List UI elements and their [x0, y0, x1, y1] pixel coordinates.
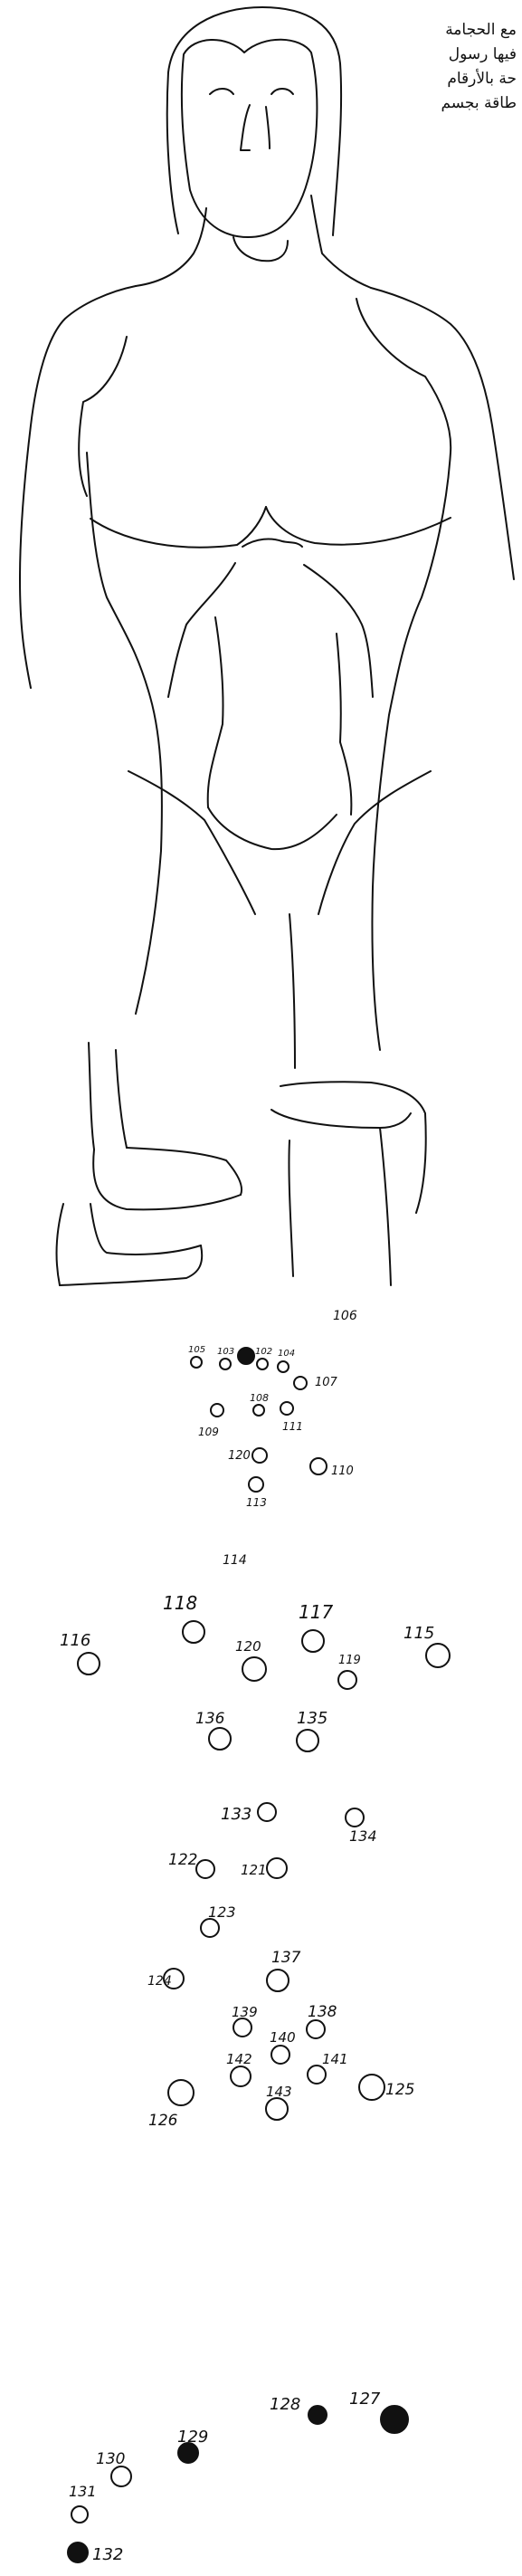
point-marker-p143 [266, 2098, 288, 2120]
point-label-p107: 107 [315, 1376, 338, 1389]
point-label-p109: 109 [198, 1426, 219, 1438]
caption-line-2: فيها رسول [363, 43, 517, 67]
point-label-p106: 106 [333, 1309, 357, 1323]
point-label-p117: 117 [299, 1601, 333, 1623]
point-marker-p125 [359, 2075, 384, 2100]
point-label-p115: 115 [403, 1624, 434, 1643]
point-label-p123: 123 [208, 1903, 236, 1921]
point-marker-p120 [252, 1448, 267, 1463]
point-label-p131: 131 [69, 2483, 97, 2500]
point-marker-p119 [338, 1671, 356, 1689]
head-outline [136, 7, 371, 288]
point-marker-p108 [253, 1405, 264, 1416]
point-label-p105: 105 [188, 1345, 205, 1355]
point-label-p124: 124 [147, 1974, 172, 1989]
point-marker-p136 [209, 1728, 231, 1750]
point-marker-p141 [308, 2066, 326, 2084]
point-label-p133: 133 [221, 1805, 252, 1824]
point-label-p119: 119 [338, 1654, 361, 1667]
caption-line-1: مع الحجامة [363, 18, 517, 43]
point-label-p135: 135 [297, 1709, 327, 1728]
point-marker-p118 [183, 1621, 204, 1643]
arabic-caption: مع الحجامة فيها رسول حة بالأرقام طاقة بج… [363, 18, 517, 116]
point-label-p142: 142 [226, 2051, 252, 2067]
point-label-p102: 102 [255, 1347, 272, 1357]
point-marker-p103 [220, 1359, 231, 1369]
point-marker-p122 [196, 1860, 214, 1878]
point-marker-p102 [257, 1359, 268, 1369]
point-label-p141: 141 [322, 2051, 348, 2067]
point-marker-p115 [426, 1644, 450, 1667]
point-marker-p128 [308, 2406, 327, 2424]
point-label-p128: 128 [270, 2395, 300, 2414]
point-label-p110: 110 [331, 1465, 354, 1478]
point-label-p138: 138 [308, 2003, 337, 2021]
point-marker-p106 [238, 1348, 254, 1364]
point-label-p113: 113 [246, 1496, 267, 1509]
points-layer: 106 107 105 103 102 104 108 109 111 120 110 113 114 1… [0, 1293, 522, 2576]
point-label-p130: 130 [96, 2450, 125, 2468]
point-marker-p126 [168, 2080, 194, 2105]
point-marker-p130 [111, 2466, 131, 2486]
point-marker-p132 [68, 2543, 88, 2562]
point-marker-p123 [201, 1919, 219, 1937]
point-marker-p139 [233, 2018, 252, 2037]
point-marker-p116 [78, 1653, 100, 1674]
point-label-p136: 136 [195, 1710, 225, 1728]
point-label-p121: 121 [241, 1862, 267, 1878]
point-marker-p120b [242, 1657, 266, 1681]
point-marker-p142 [231, 2066, 251, 2086]
point-label-p120b: 120 [235, 1638, 261, 1655]
point-label-p126: 126 [148, 2112, 178, 2130]
point-label-p127: 127 [349, 2390, 381, 2409]
point-marker-p138 [307, 2020, 325, 2038]
point-label-p103: 103 [217, 1347, 234, 1357]
point-marker-p113 [249, 1477, 263, 1492]
point-label-p120: 120 [228, 1449, 251, 1463]
point-label-p134: 134 [349, 1827, 377, 1845]
point-label-p104: 104 [278, 1349, 295, 1359]
point-label-p122: 122 [168, 1851, 197, 1869]
point-marker-p104 [278, 1361, 289, 1372]
point-marker-p137 [267, 1970, 289, 1991]
point-marker-p133 [258, 1803, 276, 1821]
point-label-p140: 140 [270, 2029, 296, 2046]
point-marker-p140 [271, 2046, 289, 2064]
point-marker-p134 [346, 1808, 364, 1827]
body-outline-svg [0, 0, 522, 1288]
hijama-body-diagram: مع الحجامة فيها رسول حة بالأرقام طاقة بج… [0, 0, 522, 1288]
point-label-p125: 125 [385, 2081, 414, 2099]
point-marker-p127 [381, 2406, 408, 2433]
point-label-p137: 137 [271, 1949, 301, 1967]
point-label-p132: 132 [92, 2545, 123, 2564]
point-label-p111: 111 [282, 1420, 303, 1433]
point-label-p108: 108 [250, 1392, 269, 1404]
point-label-p118: 118 [163, 1592, 197, 1614]
point-label-p129: 129 [177, 2428, 208, 2447]
point-marker-p121 [267, 1858, 287, 1878]
point-label-p114: 114 [223, 1553, 247, 1568]
point-marker-p109 [211, 1404, 223, 1417]
point-marker-p117 [302, 1630, 324, 1652]
point-marker-p135 [297, 1730, 318, 1751]
point-marker-p105 [191, 1357, 202, 1368]
point-label-p139: 139 [232, 2004, 258, 2020]
point-marker-p110 [310, 1458, 327, 1474]
caption-line-3: حة بالأرقام [363, 67, 517, 91]
caption-line-4: طاقة بجسم [363, 91, 517, 116]
point-marker-p107 [294, 1377, 307, 1389]
torso-outline [20, 286, 514, 1068]
point-marker-p131 [71, 2506, 88, 2523]
legs-outline [57, 1043, 426, 1285]
point-label-p143: 143 [266, 2084, 292, 2100]
point-marker-p111 [280, 1402, 293, 1415]
point-label-p116: 116 [60, 1631, 90, 1650]
